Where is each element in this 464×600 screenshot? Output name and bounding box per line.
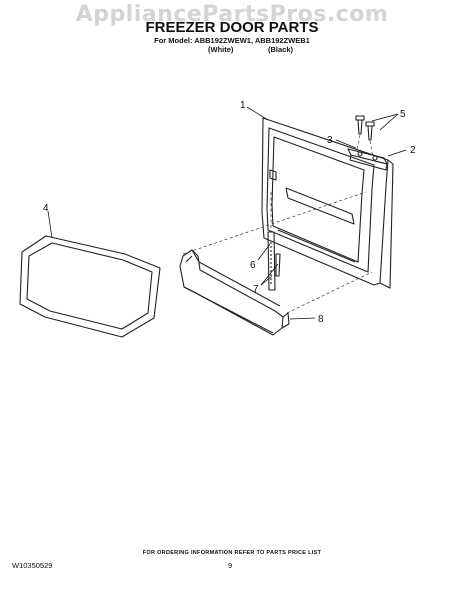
document-id: W10350529: [12, 561, 53, 570]
callout-5: 5: [400, 109, 406, 120]
callout-6: 6: [250, 260, 256, 271]
bin-clip[interactable]: [267, 231, 281, 291]
leader-lines: [47, 106, 407, 320]
callout-4: 4: [43, 203, 49, 214]
variant-white-label: (White): [208, 45, 234, 54]
door-gasket[interactable]: [19, 235, 161, 338]
freezer-door[interactable]: [261, 117, 394, 289]
page-number: 9: [228, 561, 233, 570]
variant-black-label: (Black): [268, 45, 294, 54]
callout-7: 7: [253, 284, 259, 295]
callout-labels: 1 2 3 4 5 6 7 8: [43, 100, 416, 325]
callout-1: 1: [240, 100, 246, 111]
callout-2: 2: [410, 145, 416, 156]
hinge-screws[interactable]: [355, 115, 375, 141]
watermark: AppliancePartsPros.com: [75, 2, 389, 27]
door-bin[interactable]: [179, 249, 290, 336]
page-title: FREEZER DOOR PARTS: [145, 19, 319, 36]
ordering-note: FOR ORDERING INFORMATION REFER TO PARTS …: [142, 550, 322, 556]
assembly-guides: [182, 134, 374, 314]
callout-3: 3: [327, 135, 333, 146]
callout-8: 8: [318, 314, 324, 325]
model-line: For Model: ABB192ZWEW1, ABB192ZWEB1: [154, 36, 310, 45]
